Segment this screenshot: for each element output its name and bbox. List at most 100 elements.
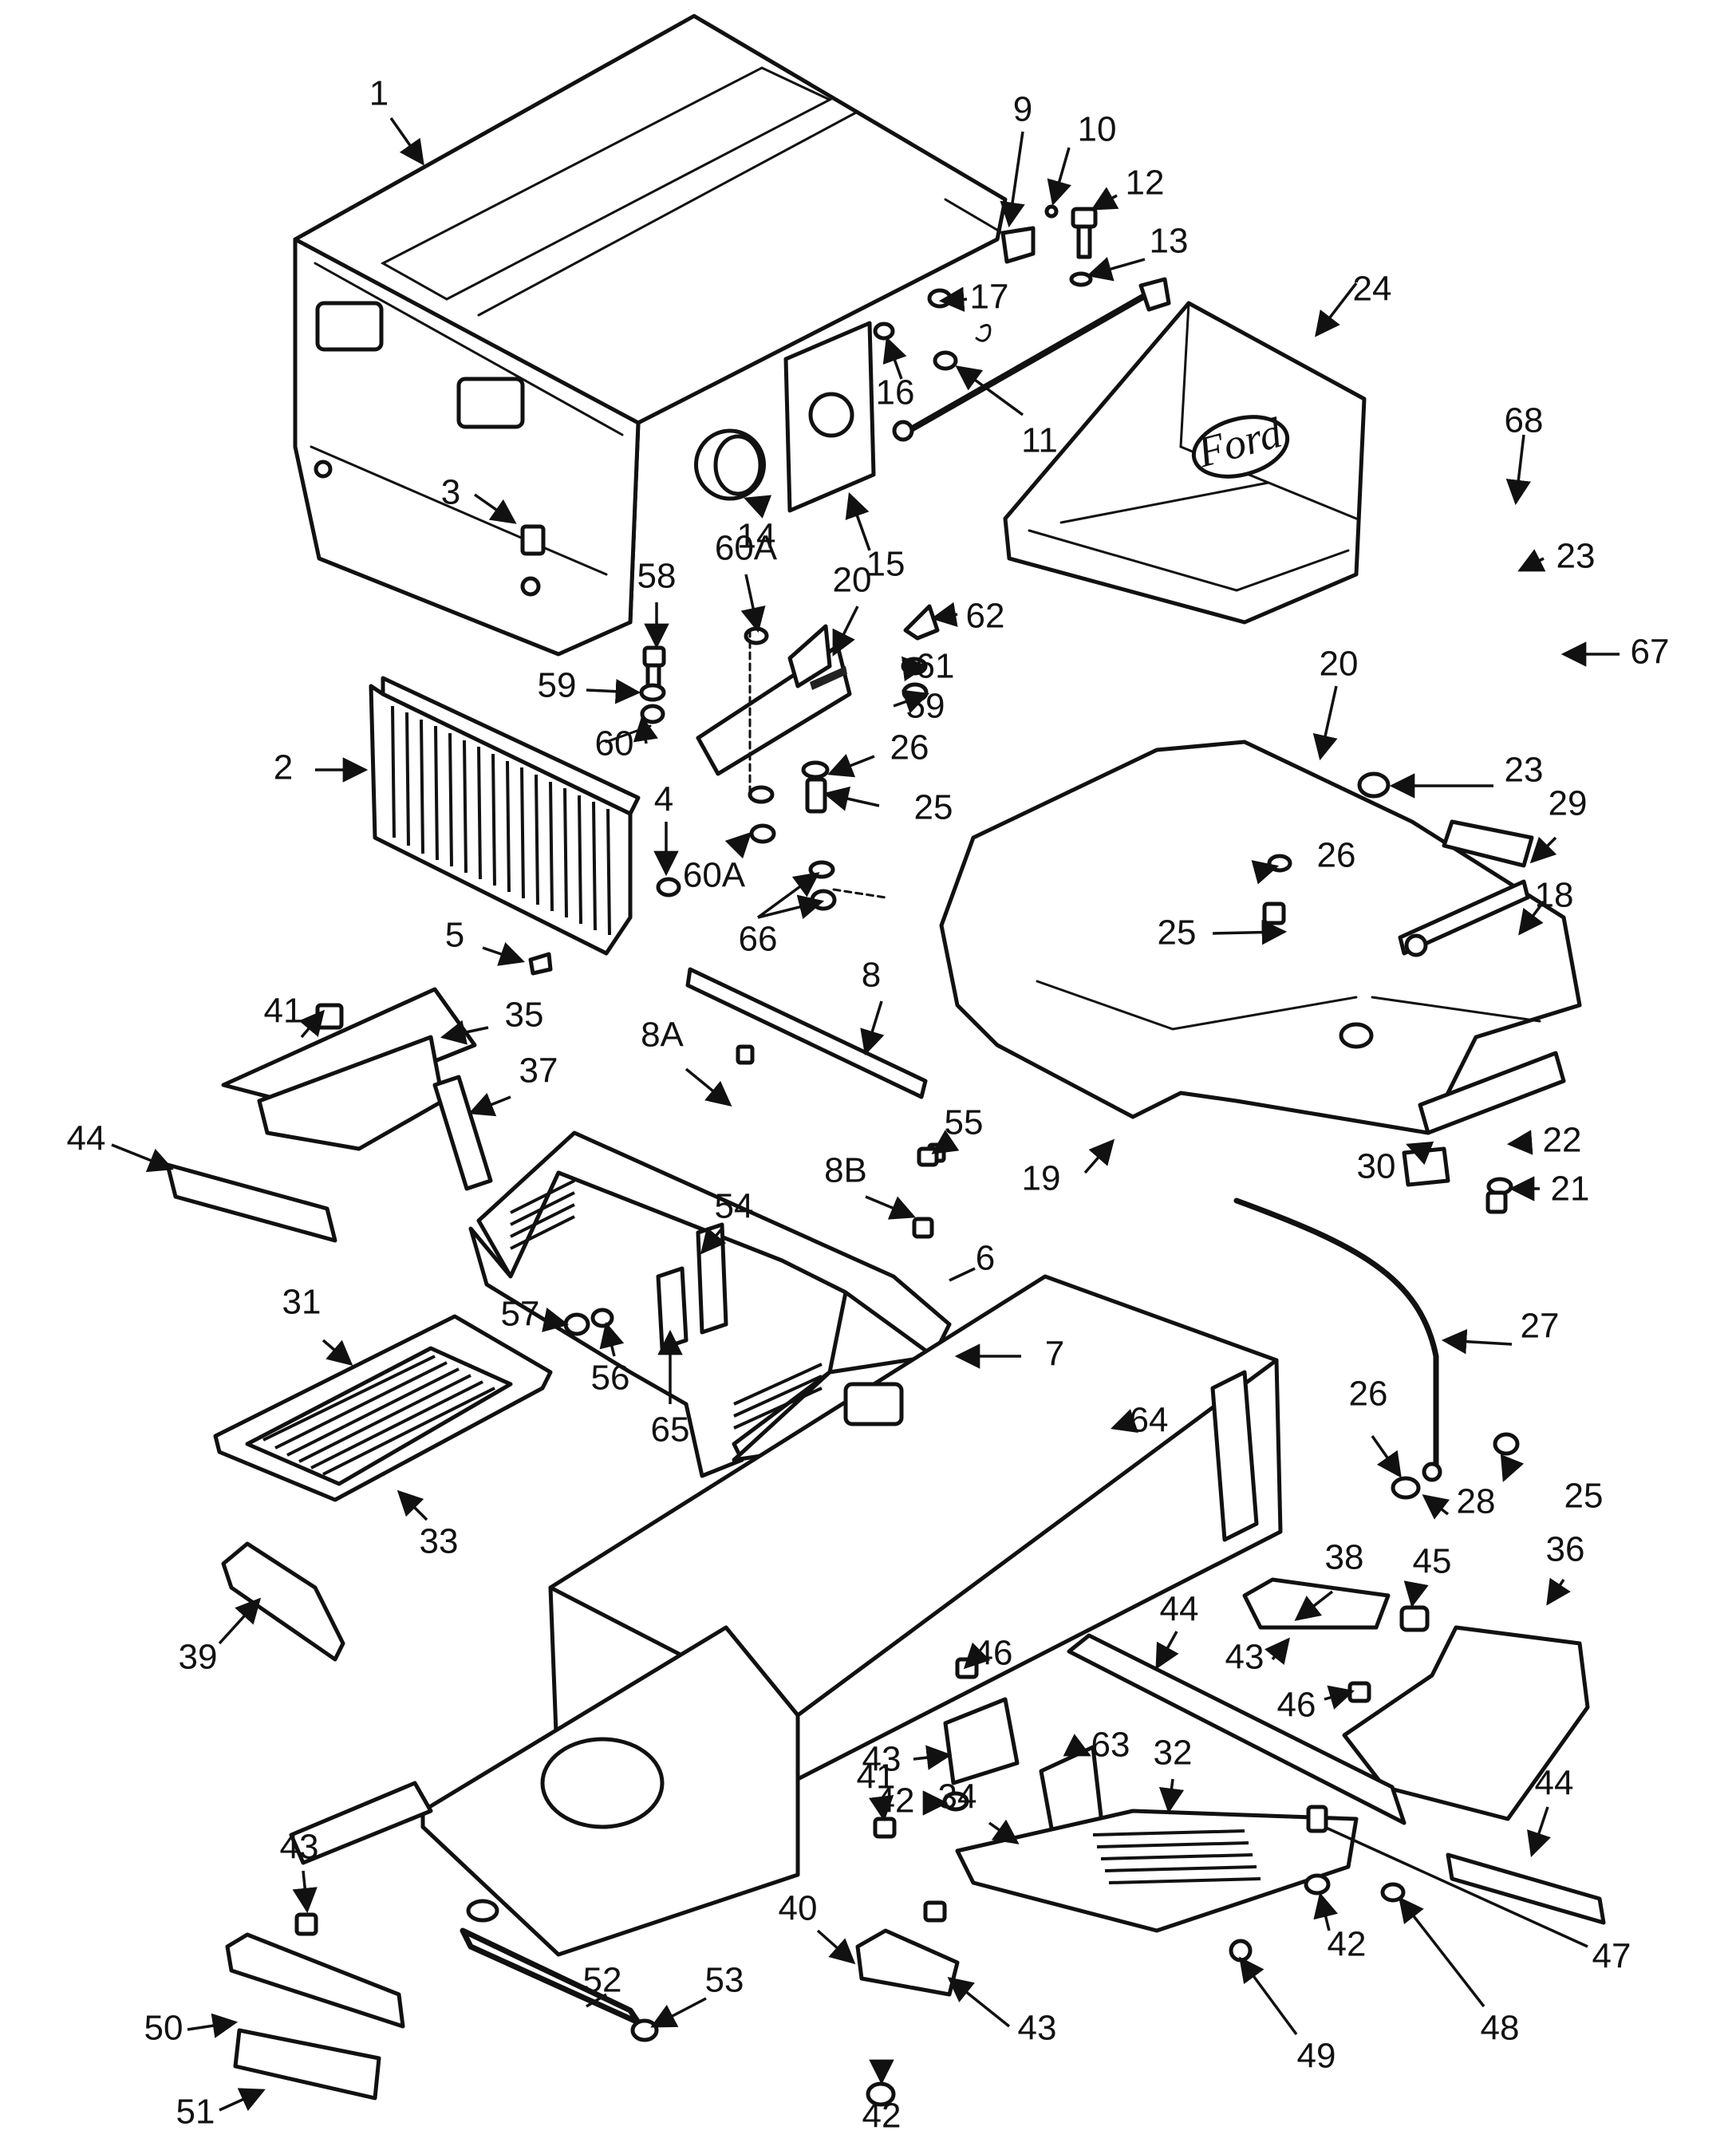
- callout-40: 40: [779, 1889, 818, 1928]
- hood: [293, 14, 1015, 657]
- callout-34: 34: [938, 1777, 977, 1817]
- callout-25-lower: 25: [1564, 1477, 1604, 1516]
- callout-42-bottom: 42: [862, 2097, 902, 2136]
- callout-25-upper: 25: [914, 788, 953, 827]
- callout-25-mid: 25: [1158, 913, 1197, 953]
- callout-38: 38: [1325, 1538, 1364, 1577]
- right-brace: [1067, 1633, 1407, 1825]
- callout-60a-lower: 60A: [683, 856, 746, 895]
- callout-12: 12: [1126, 164, 1165, 203]
- callout-17: 17: [970, 278, 1009, 317]
- callout-19: 19: [1022, 1159, 1061, 1198]
- callout-43-mid: 43: [862, 1740, 902, 1779]
- callout-42-mid: 42: [876, 1781, 915, 1821]
- callout-63: 63: [1091, 1726, 1130, 1765]
- callout-43-left: 43: [280, 1828, 319, 1867]
- callout-22: 22: [1543, 1121, 1582, 1160]
- callout-29: 29: [1549, 784, 1588, 823]
- right-footrest: [955, 1809, 1359, 1933]
- callout-43-right: 43: [1225, 1638, 1265, 1677]
- callout-42-right: 42: [1328, 1925, 1367, 1964]
- right-support-plate: [1342, 1625, 1590, 1821]
- callout-44-left: 44: [67, 1119, 106, 1158]
- callout-4: 4: [654, 780, 673, 819]
- callout-26-mid: 26: [1317, 836, 1356, 875]
- callout-20-upper: 20: [833, 561, 872, 600]
- callout-55: 55: [945, 1103, 984, 1142]
- callout-28: 28: [1457, 1482, 1496, 1521]
- callout-37: 37: [519, 1051, 558, 1091]
- seat: [1003, 301, 1367, 625]
- callout-64: 64: [1130, 1401, 1169, 1440]
- fender-deck: [939, 740, 1582, 1135]
- callout-8a: 8A: [641, 1016, 684, 1055]
- callout-60: 60: [595, 724, 634, 763]
- callout-51: 51: [176, 2093, 215, 2132]
- callout-57: 57: [501, 1295, 540, 1334]
- callout-49: 49: [1297, 2037, 1336, 2076]
- callout-68: 68: [1505, 401, 1544, 440]
- callout-2: 2: [274, 748, 293, 787]
- callout-46-lower: 46: [1277, 1686, 1316, 1725]
- callout-48: 48: [1481, 2009, 1520, 2048]
- callout-44-right: 44: [1535, 1764, 1574, 1803]
- callout-43-low: 43: [1018, 2009, 1057, 2048]
- callout-52: 52: [583, 1961, 622, 2000]
- callout-26-lower: 26: [1349, 1375, 1388, 1414]
- callout-labels: 1 2 3 4 5 6 7 8 8A 8B 9 10 11 12 13 14 1…: [67, 74, 1670, 2136]
- callout-66: 66: [739, 920, 778, 959]
- callout-59-left: 59: [538, 666, 577, 705]
- callout-31: 31: [282, 1283, 322, 1322]
- left-brace: [165, 1162, 337, 1243]
- callout-30: 30: [1357, 1147, 1396, 1186]
- callout-26-upper: 26: [890, 728, 929, 767]
- callout-7: 7: [1045, 1335, 1064, 1374]
- callout-53: 53: [705, 1961, 744, 2000]
- callout-60a-upper: 60A: [715, 529, 778, 568]
- callout-65: 65: [651, 1410, 690, 1450]
- callout-44-mid: 44: [1160, 1590, 1199, 1629]
- callout-32: 32: [1154, 1734, 1193, 1773]
- callout-62: 62: [966, 597, 1005, 636]
- callout-16: 16: [876, 373, 915, 412]
- callout-27: 27: [1521, 1307, 1560, 1346]
- callout-56: 56: [591, 1359, 630, 1398]
- callout-8: 8: [862, 956, 881, 995]
- callout-23-upper: 23: [1556, 537, 1596, 576]
- callout-14: 14: [737, 517, 776, 556]
- callout-41-lower: 41: [857, 1758, 896, 1797]
- left-footrest: [213, 1314, 553, 1502]
- callout-58: 58: [637, 557, 677, 596]
- callout-24: 24: [1353, 270, 1392, 309]
- callout-15: 15: [866, 545, 905, 584]
- callout-3: 3: [441, 473, 460, 512]
- callout-46-upper: 46: [974, 1634, 1013, 1673]
- callout-5: 5: [445, 916, 464, 955]
- callout-33: 33: [420, 1522, 459, 1561]
- callout-8b: 8B: [824, 1151, 867, 1190]
- callout-6: 6: [976, 1239, 995, 1278]
- callout-9: 9: [1013, 90, 1032, 129]
- callout-59-right: 59: [906, 687, 945, 726]
- callout-36: 36: [1546, 1530, 1585, 1569]
- main-frame: [289, 1274, 1283, 1957]
- hood-latch: [520, 524, 546, 556]
- callout-21: 21: [1551, 1170, 1590, 1209]
- callout-35: 35: [505, 996, 544, 1035]
- callout-18: 18: [1535, 876, 1574, 915]
- callout-13: 13: [1150, 222, 1189, 261]
- leader-lines: [111, 116, 1620, 2112]
- callout-67: 67: [1631, 633, 1670, 672]
- callout-20-lower: 20: [1320, 645, 1359, 684]
- callout-47: 47: [1592, 1937, 1631, 1976]
- callout-45: 45: [1413, 1542, 1452, 1581]
- hinge-bracket: [1000, 226, 1036, 264]
- grille: [369, 676, 641, 956]
- support-rail: [685, 967, 928, 1099]
- callout-39: 39: [179, 1638, 218, 1677]
- callout-61: 61: [916, 647, 955, 686]
- callout-23-lower: 23: [1505, 751, 1544, 790]
- callout-10: 10: [1078, 110, 1117, 149]
- callout-54: 54: [715, 1187, 754, 1226]
